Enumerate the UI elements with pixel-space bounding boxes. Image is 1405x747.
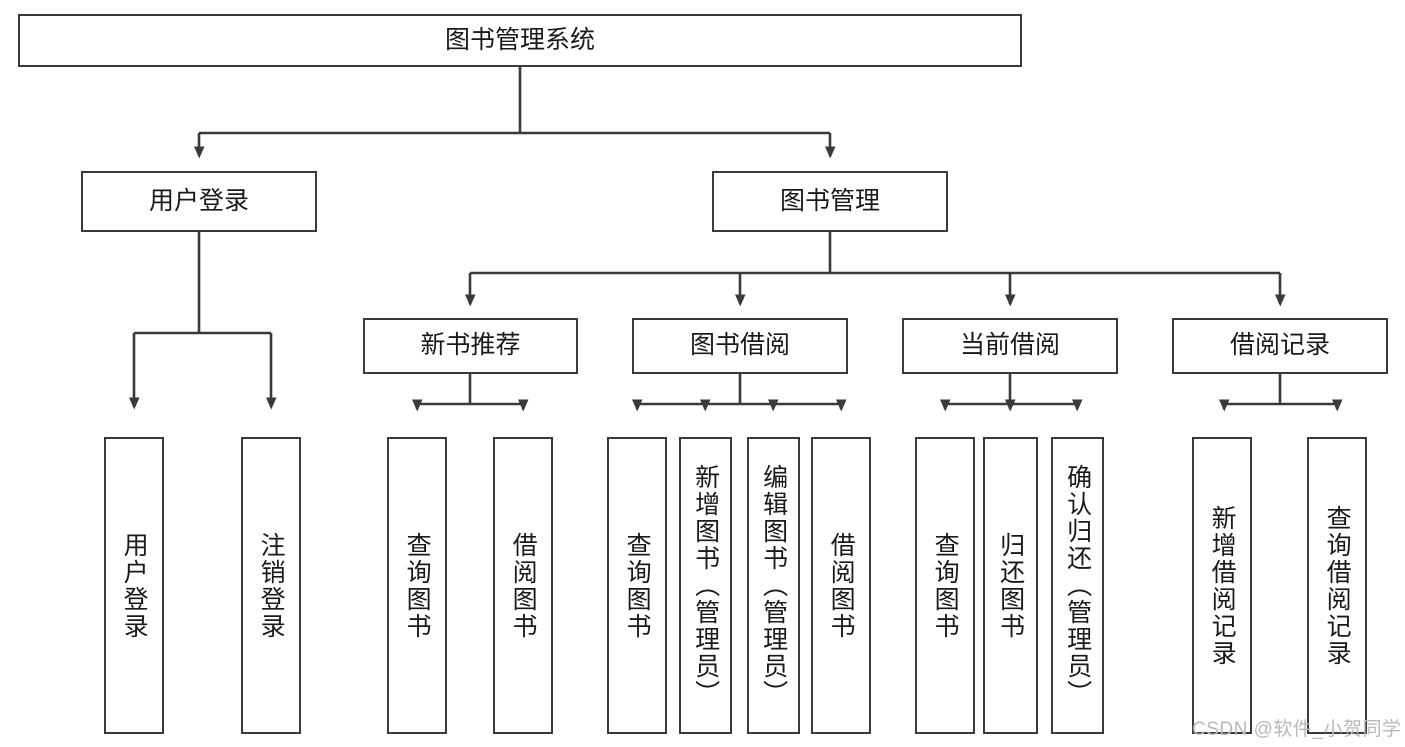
leaf-query-record-label: 查询借阅记录: [1323, 504, 1352, 667]
leaf-query-book-2-label: 查询图书: [623, 531, 652, 640]
leaf-confirm-return-label: 确认归还（管理员）: [1063, 464, 1092, 707]
node-root-label: 图书管理系统: [444, 25, 595, 54]
csdn-watermark: CSDN @软件_小贺同学: [1192, 719, 1402, 740]
leaf-user-logout[interactable]: 注销登录: [241, 437, 301, 734]
node-user-login[interactable]: 用户登录: [81, 171, 317, 232]
node-new-book-recommend[interactable]: 新书推荐: [363, 318, 578, 374]
node-borrow-record[interactable]: 借阅记录: [1172, 318, 1388, 374]
node-book-borrow[interactable]: 图书借阅: [632, 318, 848, 374]
leaf-query-book-1[interactable]: 查询图书: [387, 437, 447, 734]
leaf-query-record[interactable]: 查询借阅记录: [1307, 437, 1367, 734]
leaf-query-book-3-label: 查询图书: [931, 531, 960, 640]
leaf-user-logout-label: 注销登录: [257, 531, 286, 640]
leaf-borrow-book-1-label: 借阅图书: [509, 531, 538, 640]
node-root[interactable]: 图书管理系统: [18, 14, 1022, 67]
leaf-user-login[interactable]: 用户登录: [104, 437, 164, 734]
leaf-borrow-book-1[interactable]: 借阅图书: [493, 437, 553, 734]
node-user-login-label: 用户登录: [148, 186, 249, 215]
node-book-manage[interactable]: 图书管理: [712, 171, 948, 232]
node-current-borrow[interactable]: 当前借阅: [902, 318, 1118, 374]
leaf-query-book-2[interactable]: 查询图书: [607, 437, 667, 734]
leaf-edit-book[interactable]: 编辑图书（管理员）: [747, 437, 800, 734]
node-book-borrow-label: 图书借阅: [689, 331, 790, 360]
leaf-borrow-book-2[interactable]: 借阅图书: [811, 437, 871, 734]
leaf-return-book[interactable]: 归还图书: [983, 437, 1038, 734]
node-new-book-recommend-label: 新书推荐: [420, 331, 521, 360]
leaf-user-login-label: 用户登录: [120, 531, 149, 640]
leaf-add-record-label: 新增借阅记录: [1208, 504, 1237, 667]
leaf-borrow-book-2-label: 借阅图书: [827, 531, 856, 640]
leaf-add-book[interactable]: 新增图书（管理员）: [679, 437, 732, 734]
leaf-return-book-label: 归还图书: [996, 531, 1025, 640]
leaf-query-book-3[interactable]: 查询图书: [915, 437, 975, 734]
node-borrow-record-label: 借阅记录: [1229, 331, 1330, 360]
leaf-add-record[interactable]: 新增借阅记录: [1192, 437, 1252, 734]
leaf-add-book-label: 新增图书（管理员）: [691, 464, 720, 707]
node-current-borrow-label: 当前借阅: [959, 331, 1060, 360]
leaf-confirm-return[interactable]: 确认归还（管理员）: [1051, 437, 1104, 734]
leaf-edit-book-label: 编辑图书（管理员）: [759, 464, 788, 707]
node-book-manage-label: 图书管理: [779, 186, 880, 215]
leaf-query-book-1-label: 查询图书: [403, 531, 432, 640]
